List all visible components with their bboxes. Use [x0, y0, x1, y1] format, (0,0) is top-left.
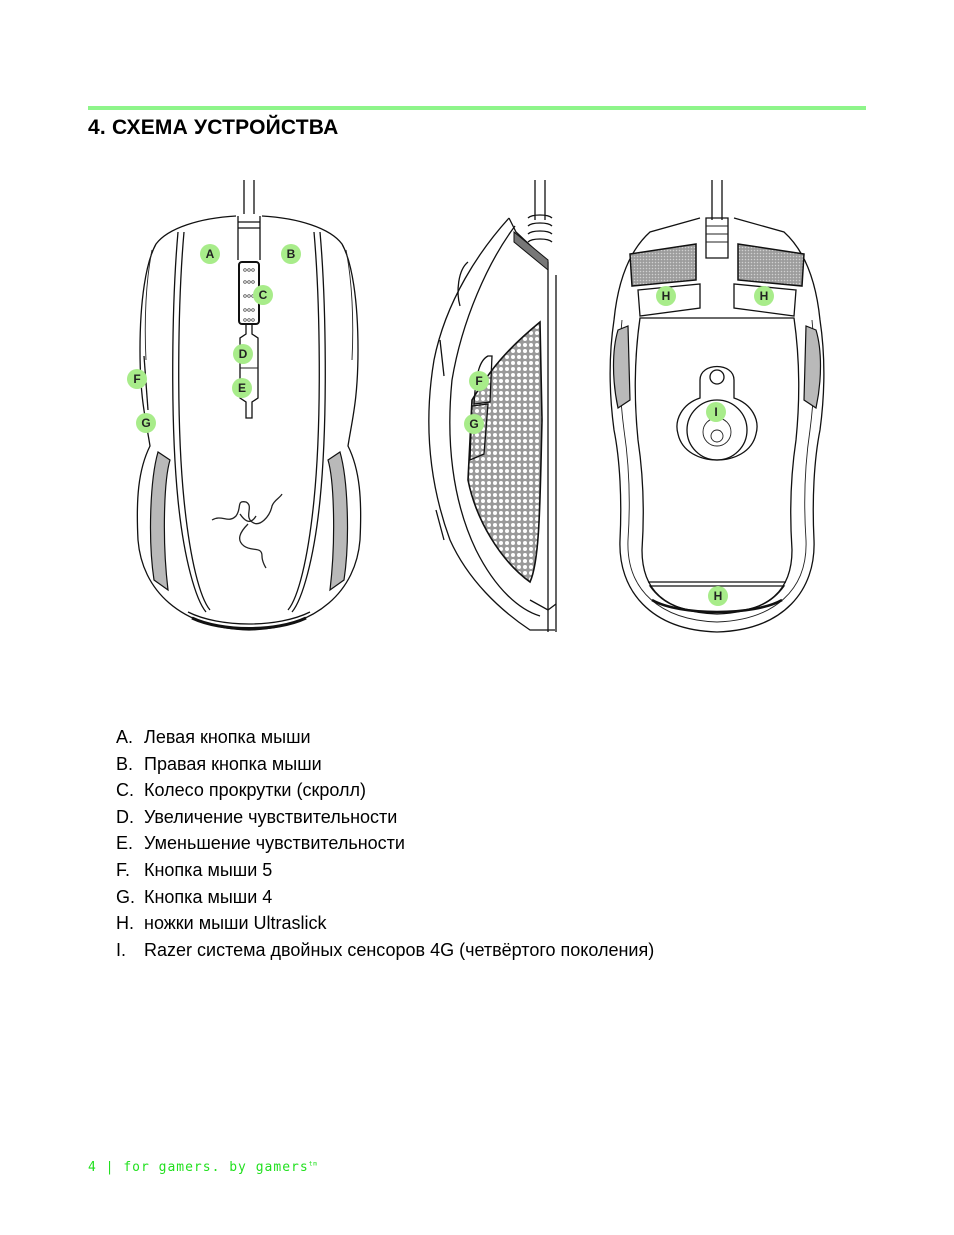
label-b: B — [281, 244, 301, 264]
label-g-side: G — [464, 414, 484, 434]
bottom-view — [609, 180, 825, 633]
legend-item-h: H.ножки мыши Ultraslick — [116, 913, 327, 934]
svg-text:F: F — [475, 374, 482, 388]
legend-item-b: B.Правая кнопка мыши — [116, 753, 322, 774]
diagram-labels: A B C D E F G F G H H I H — [127, 244, 774, 606]
label-a: A — [200, 244, 220, 264]
side-view — [428, 180, 557, 632]
svg-text:B: B — [287, 247, 296, 261]
page-footer: 4 | for gamers. by gamersTM — [88, 1160, 318, 1175]
label-d: D — [233, 344, 253, 364]
trademark-mark: TM — [308, 1160, 318, 1168]
section-divider — [88, 106, 866, 110]
legend-list: A.Левая кнопка мыши B.Правая кнопка мыши… — [116, 724, 654, 963]
label-h-right: H — [754, 286, 774, 306]
label-h-bottom: H — [708, 586, 728, 606]
footer-separator: | — [105, 1160, 115, 1175]
svg-text:H: H — [662, 289, 671, 303]
label-i: I — [706, 402, 726, 422]
page-title: 4. СХЕМА УСТРОЙСТВА — [88, 116, 339, 139]
legend-item-d: D.Увеличение чувствительности — [116, 806, 398, 827]
svg-text:A: A — [206, 247, 215, 261]
svg-text:H: H — [760, 289, 769, 303]
legend-item-a: A.Левая кнопка мыши — [116, 727, 311, 747]
label-e: E — [232, 378, 252, 398]
svg-text:D: D — [239, 347, 248, 361]
svg-text:C: C — [259, 288, 268, 302]
svg-text:I: I — [714, 405, 717, 419]
top-view — [136, 180, 362, 631]
legend-item-f: F.Кнопка мыши 5 — [116, 859, 273, 880]
svg-text:F: F — [133, 372, 140, 386]
mouse-device-diagram: A B C D E F G F G H H I H — [127, 180, 825, 633]
svg-text:G: G — [469, 417, 478, 431]
page-number: 4 — [88, 1160, 97, 1175]
svg-text:G: G — [141, 416, 150, 430]
svg-text:E: E — [238, 381, 246, 395]
label-g-top: G — [136, 413, 156, 433]
legend-item-e: E.Уменьшение чувствительности — [116, 833, 405, 854]
legend-item-g: G.Кнопка мыши 4 — [116, 886, 273, 907]
label-f-top: F — [127, 369, 147, 389]
label-f-side: F — [469, 371, 489, 391]
svg-text:H: H — [714, 589, 723, 603]
legend-item-i: I.Razer система двойных сенсоров 4G (чет… — [116, 939, 655, 960]
legend-item-c: C.Колесо прокрутки (скролл) — [116, 780, 366, 801]
footer-tagline: for gamers. by gamers — [123, 1160, 309, 1175]
label-h-left: H — [656, 286, 676, 306]
razer-logo-icon — [211, 493, 283, 569]
label-c: C — [253, 285, 273, 305]
